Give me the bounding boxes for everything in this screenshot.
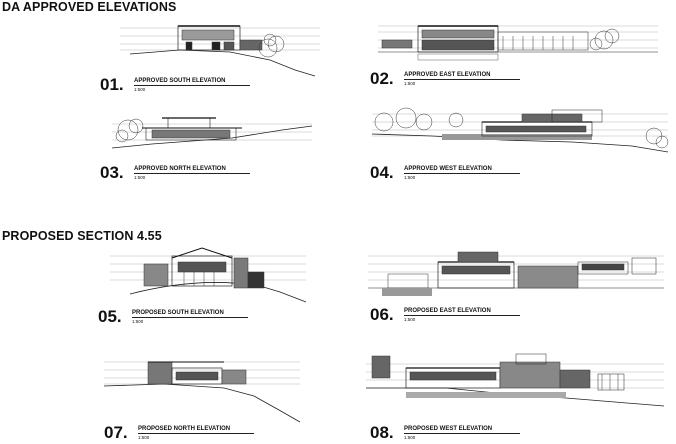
caption-rule [404,173,520,174]
caption-approved-south: 01. APPROVED SOUTH ELEVATION 1:500 [100,76,260,96]
caption-rule [134,85,250,86]
caption-approved-west: 04. APPROVED WEST ELEVATION 1:500 [370,164,530,184]
elevation-scale: 1:500 [404,175,416,180]
elevation-number: 06. [370,305,394,324]
elevation-scale: 1:500 [138,435,150,440]
elevation-number: 07. [104,423,128,442]
elevation-drawing-approved-west [371,92,669,158]
elevation-drawing-proposed-south [110,246,307,303]
elevation-scale: 1:500 [404,81,416,86]
elevation-title: APPROVED NORTH ELEVATION [134,166,226,172]
elevation-title: PROPOSED EAST ELEVATION [404,308,491,314]
elevation-title: PROPOSED WEST ELEVATION [404,426,493,432]
elevation-number: 08. [370,423,394,442]
elevation-drawing-proposed-north [103,352,301,423]
elevation-title: PROPOSED SOUTH ELEVATION [132,310,224,316]
elevation-title: PROPOSED NORTH ELEVATION [138,426,231,432]
elevation-drawing-proposed-east [368,248,664,302]
caption-approved-north: 03. APPROVED NORTH ELEVATION 1:500 [100,164,260,184]
elevation-number: 02. [370,69,394,88]
elevation-drawing-approved-south [120,18,320,77]
caption-proposed-west: 08. PROPOSED WEST ELEVATION 1:500 [370,424,530,444]
elevation-scale: 1:500 [404,435,416,440]
elevation-number: 05. [98,307,122,326]
caption-rule [134,173,250,174]
elevation-scale: 1:500 [134,175,146,180]
section-title-approved: DA APPROVED ELEVATIONS [2,0,177,14]
elevation-title: APPROVED EAST ELEVATION [404,72,491,78]
elevation-title: APPROVED SOUTH ELEVATION [134,78,226,84]
caption-rule [132,317,248,318]
elevation-number: 04. [370,163,394,182]
elevation-number: 01. [100,75,124,94]
elevation-drawing-approved-north [111,112,313,160]
caption-rule [404,433,520,434]
caption-rule [404,79,520,80]
caption-proposed-north: 07. PROPOSED NORTH ELEVATION 1:500 [104,424,264,444]
elevation-drawing-proposed-west [366,348,665,414]
elevation-scale: 1:500 [404,317,416,322]
elevation-scale: 1:500 [132,319,144,324]
elevation-scale: 1:500 [134,87,146,92]
section-title-proposed: PROPOSED SECTION 4.55 [2,229,162,243]
elevation-number: 03. [100,163,124,182]
caption-proposed-east: 06. PROPOSED EAST ELEVATION 1:500 [370,306,530,326]
caption-proposed-south: 05. PROPOSED SOUTH ELEVATION 1:500 [98,308,258,328]
caption-rule [138,433,254,434]
caption-rule [404,315,520,316]
caption-approved-east: 02. APPROVED EAST ELEVATION 1:500 [370,70,530,90]
elevation-title: APPROVED WEST ELEVATION [404,166,492,172]
elevation-drawing-approved-east [378,18,658,62]
